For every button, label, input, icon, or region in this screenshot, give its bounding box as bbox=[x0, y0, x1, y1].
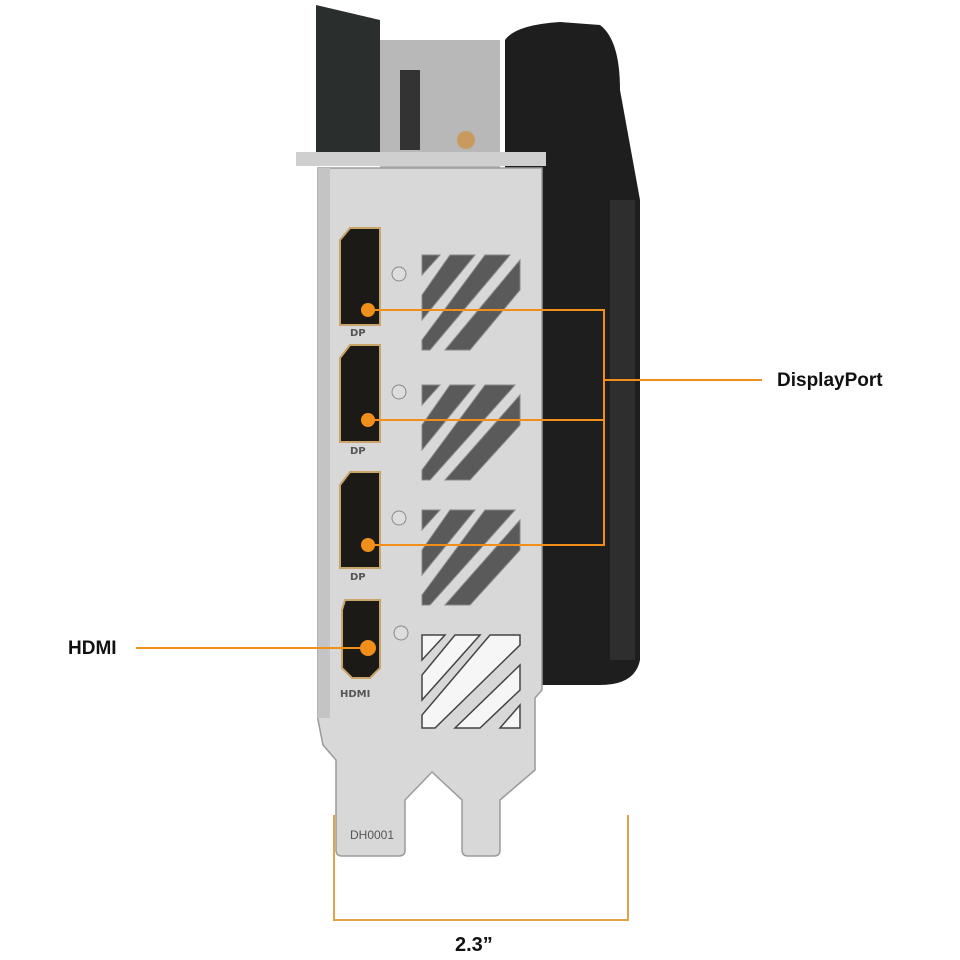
hdmi-port bbox=[341, 599, 409, 679]
hdmi-label: HDMI bbox=[68, 638, 117, 659]
screw-icon bbox=[393, 625, 409, 641]
width-dimension-line bbox=[333, 815, 629, 921]
card-body bbox=[296, 5, 640, 685]
port-label-dp-2: DP bbox=[350, 446, 366, 457]
callout-dot bbox=[361, 413, 375, 427]
port-label-hdmi: HDMI bbox=[340, 689, 370, 700]
displayport-1 bbox=[339, 227, 407, 326]
part-number: DH0001 bbox=[350, 828, 394, 842]
displayport-label: DisplayPort bbox=[777, 370, 883, 391]
port-label-dp-3: DP bbox=[350, 572, 366, 583]
fan-shroud bbox=[505, 22, 640, 685]
callout-dot bbox=[361, 538, 375, 552]
port-label-dp-1: DP bbox=[350, 328, 366, 339]
screw-icon bbox=[391, 266, 407, 282]
displayport-callout-lines bbox=[368, 309, 762, 546]
width-label: 2.3” bbox=[455, 934, 493, 956]
screw-icon bbox=[391, 384, 407, 400]
callout-dot bbox=[360, 640, 376, 656]
callout-dot bbox=[361, 303, 375, 317]
vent-slots bbox=[421, 254, 521, 606]
screw-icon bbox=[391, 510, 407, 526]
vent-slots-lower bbox=[421, 634, 521, 729]
